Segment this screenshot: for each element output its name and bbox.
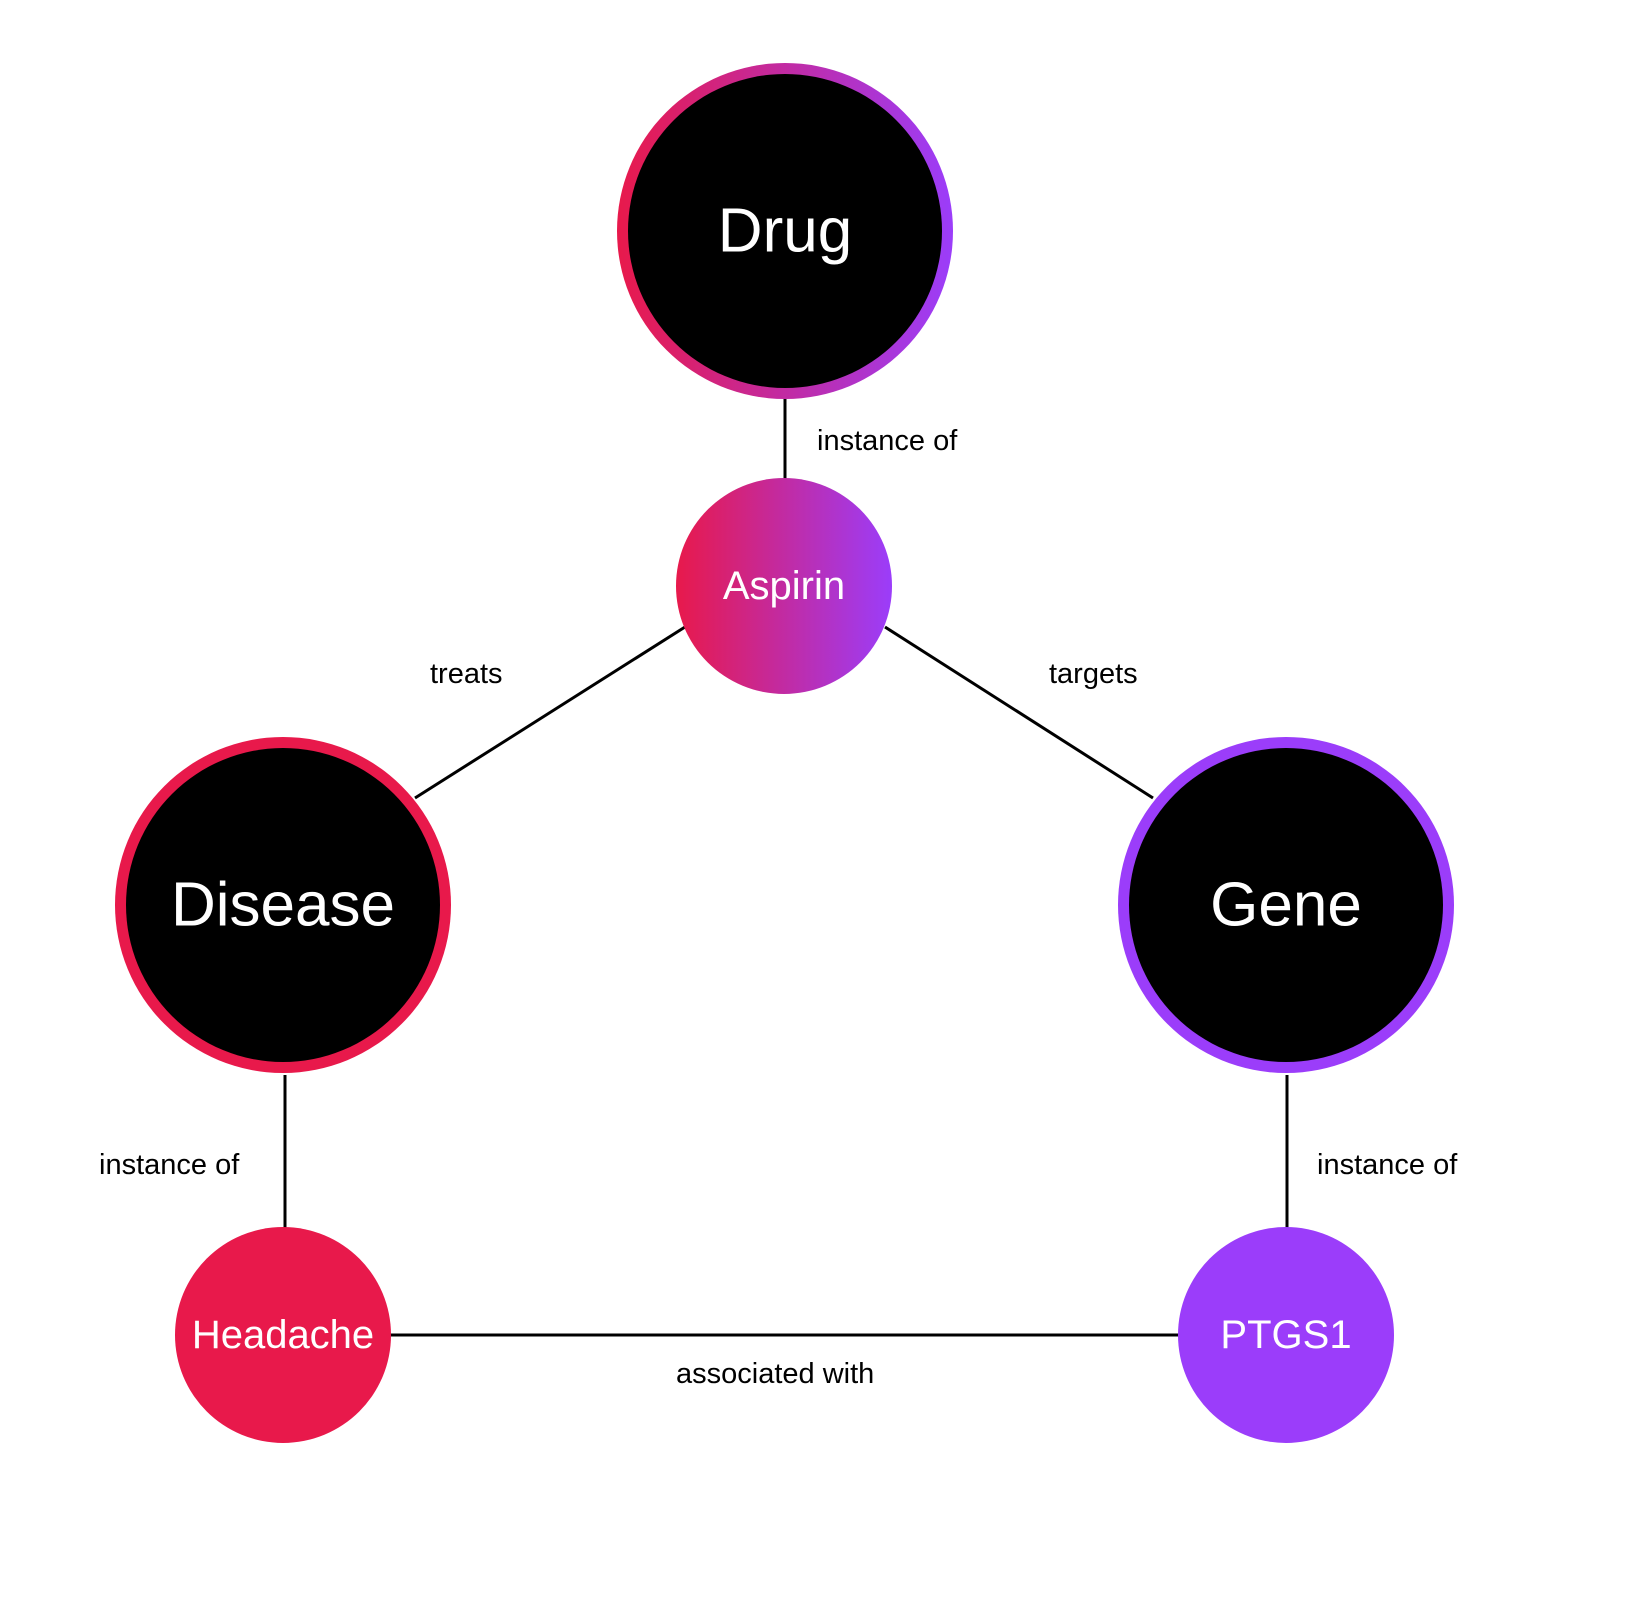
edge-aspirin-gene <box>884 625 1154 800</box>
edge-label-headache-disease: instance of <box>99 1149 240 1181</box>
node-aspirin[interactable]: Aspirin <box>676 478 892 694</box>
node-headache-label: Headache <box>192 1313 374 1357</box>
node-gene-inner <box>1129 748 1443 1062</box>
node-gene-label: Gene <box>1210 871 1362 940</box>
node-ptgs1-label: PTGS1 <box>1220 1313 1351 1357</box>
node-drug[interactable]: Drug <box>617 63 953 399</box>
edge-label-headache-ptgs1: associated with <box>676 1358 874 1390</box>
edge-label-aspirin-drug: instance of <box>817 425 958 457</box>
node-disease-label: Disease <box>171 871 395 940</box>
node-disease-inner <box>126 748 440 1062</box>
node-drug-label: Drug <box>718 197 852 266</box>
node-headache[interactable]: Headache <box>175 1227 391 1443</box>
node-ptgs1[interactable]: PTGS1 <box>1178 1227 1394 1443</box>
edge-aspirin-disease <box>414 625 686 800</box>
edge-label-aspirin-disease: treats <box>430 658 503 690</box>
node-aspirin-circle <box>676 478 892 694</box>
node-drug-inner <box>628 74 942 388</box>
node-gene[interactable]: Gene <box>1118 737 1454 1073</box>
edge-label-ptgs1-gene: instance of <box>1317 1149 1458 1181</box>
node-disease[interactable]: Disease <box>115 737 451 1073</box>
node-headache-circle <box>175 1227 391 1443</box>
edge-label-aspirin-gene: targets <box>1049 658 1138 690</box>
node-aspirin-label: Aspirin <box>723 564 845 608</box>
node-ptgs1-circle <box>1178 1227 1394 1443</box>
